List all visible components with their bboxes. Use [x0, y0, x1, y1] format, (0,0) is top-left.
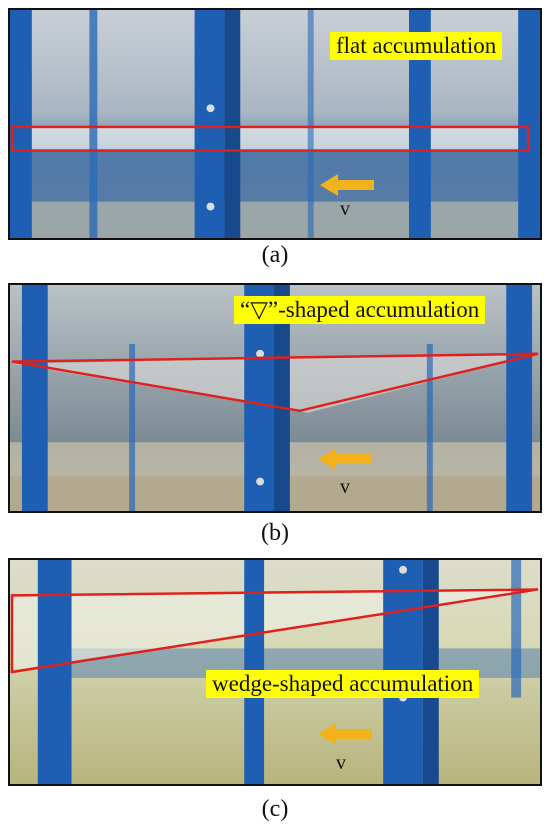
label-wedge-shaped-accumulation: wedge-shaped accumulation	[206, 670, 480, 698]
caption-c: (c)	[261, 796, 289, 822]
caption-a: (a)	[261, 242, 289, 268]
label-v-shaped-accumulation: “▽”-shaped accumulation	[234, 296, 486, 324]
flume-photo-a	[10, 10, 540, 238]
accumulation-outline-c	[10, 588, 539, 674]
label-flat-accumulation: flat accumulation	[330, 32, 503, 60]
velocity-arrow-icon-c	[318, 723, 372, 745]
accumulation-outline-a	[10, 125, 530, 152]
velocity-label-a: v	[340, 198, 350, 220]
velocity-label-c: v	[336, 752, 346, 774]
photo-panel-a	[8, 8, 542, 240]
accumulation-outline-b	[11, 352, 539, 413]
velocity-arrow-icon-a	[320, 174, 374, 196]
velocity-arrow-icon-b	[318, 448, 372, 470]
velocity-label-b: v	[340, 476, 350, 498]
caption-b: (b)	[261, 520, 289, 546]
